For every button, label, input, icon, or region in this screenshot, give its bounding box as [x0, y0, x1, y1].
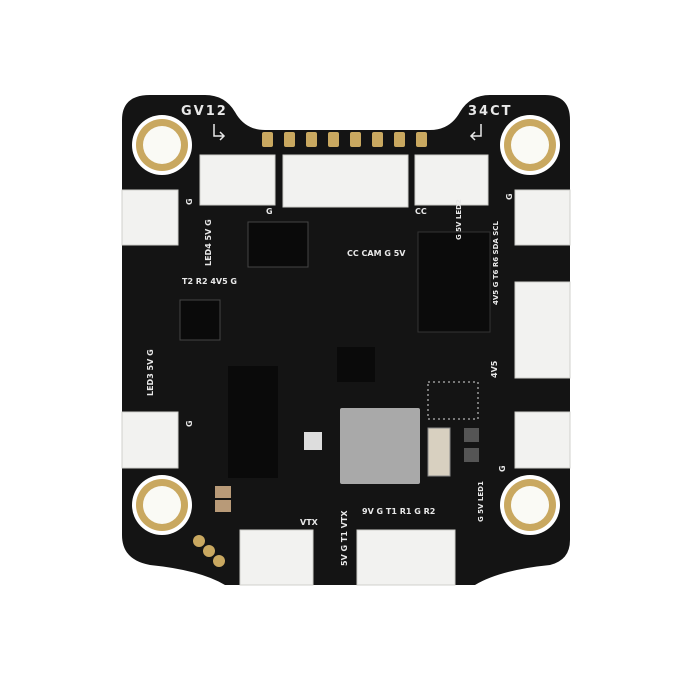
- capacitor: [427, 427, 451, 477]
- label-led1: G 5V LED1: [477, 481, 485, 522]
- label-vtx-pins: 5V G T1 VTX: [340, 510, 349, 566]
- mount-hole-tl: [132, 115, 192, 175]
- soic-chip: [228, 366, 278, 478]
- label-g-left-bottom: G: [185, 420, 194, 427]
- inductor-shield: [340, 408, 420, 484]
- mount-hole-br: [500, 475, 560, 535]
- mounting-holes: [132, 115, 560, 535]
- connector-top-left: [199, 154, 276, 206]
- connector-top-right: [414, 154, 489, 206]
- label-g-right-bottom: G: [498, 465, 507, 472]
- label-gv12: GV12: [181, 104, 228, 119]
- mcu-chip: [417, 231, 491, 333]
- connector-left-top: [121, 189, 179, 246]
- cap-1: [215, 486, 231, 498]
- mount-hole-tr: [500, 115, 560, 175]
- label-led4: LED4 5V G: [204, 219, 213, 266]
- gold-pads-top: [262, 132, 427, 147]
- connector-right-bottom: [514, 411, 571, 469]
- arrow-left-icon: [213, 124, 226, 141]
- label-g-left-top: G: [185, 198, 194, 205]
- connector-bottom-middle: [356, 529, 456, 586]
- label-g-right-top: G: [505, 193, 514, 200]
- cap-2: [215, 500, 231, 512]
- gold-pads-bottom-left: [193, 535, 225, 567]
- label-cc: CC: [415, 207, 427, 216]
- connector-right-top: [514, 189, 571, 246]
- label-i2c: 4V5 G T6 R6 SDA SCL: [492, 221, 500, 305]
- connector-left-bottom: [121, 411, 179, 469]
- connectors: [121, 154, 571, 586]
- label-led2: G 5V LED2: [455, 199, 463, 240]
- small-chip: [337, 347, 375, 382]
- label-led3: LED3 5V G: [146, 349, 155, 396]
- components: [179, 221, 491, 512]
- button: [304, 432, 322, 450]
- label-g-top-left: G: [266, 207, 273, 216]
- label-34ct: 34CT: [468, 104, 513, 119]
- label-t2r2: T2 R2 4V5 G: [182, 277, 237, 286]
- arrow-right-icon: [469, 124, 482, 141]
- gyro-outline: [427, 381, 479, 420]
- mount-hole-bl: [132, 475, 192, 535]
- flash-chip: [247, 221, 309, 268]
- label-vtx: VTX: [300, 518, 319, 527]
- regulator: [179, 299, 221, 341]
- cap-4: [464, 448, 479, 462]
- label-cam-pins: 9V G T1 R1 G R2: [362, 507, 435, 516]
- cap-3: [464, 428, 479, 442]
- connector-right-middle: [514, 281, 571, 379]
- label-4v5: 4V5: [490, 360, 499, 378]
- label-cccam: CC CAM G 5V: [347, 249, 406, 258]
- connector-bottom-left: [239, 529, 314, 586]
- connector-top-middle: [282, 154, 409, 208]
- silkscreen: GV12 34CT LED4 5V G T2 R2 4V5 G CC CAM G…: [146, 104, 514, 566]
